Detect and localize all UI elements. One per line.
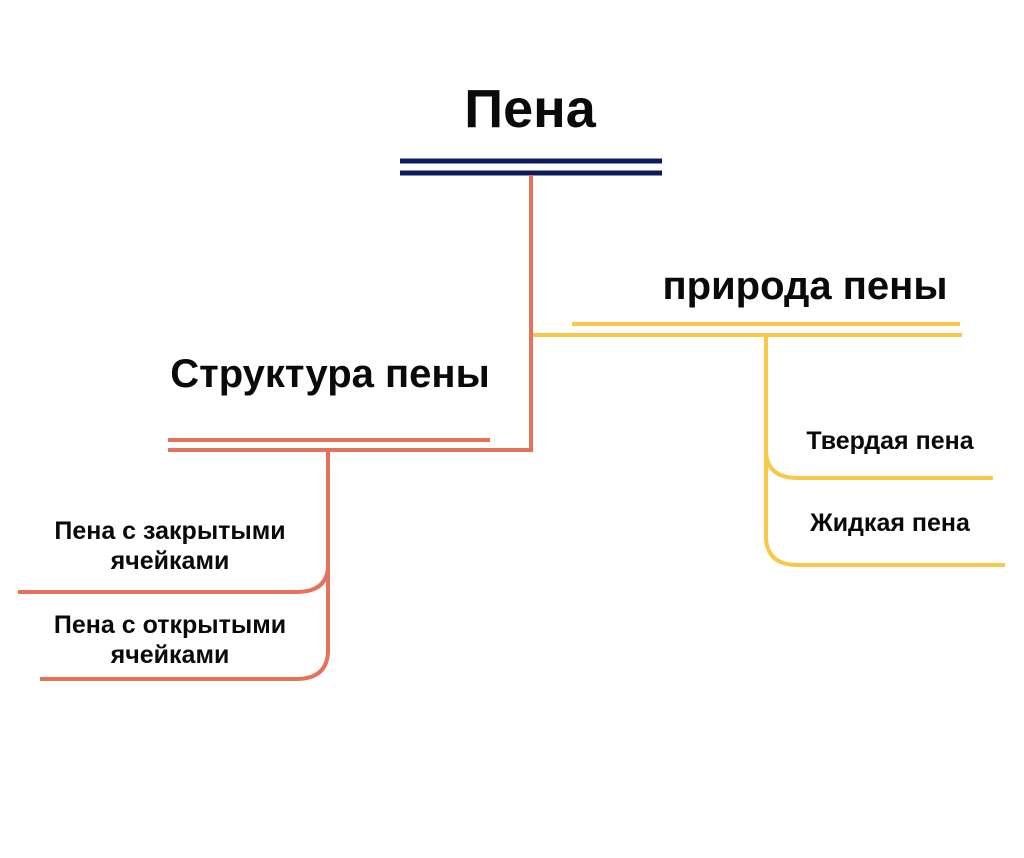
root-node-label: Пена <box>464 79 596 139</box>
leaf-closed-cell-foam: Пена с закрытыми ячейками <box>54 517 286 575</box>
branch-nature-label: природа пены <box>662 264 948 308</box>
nature-leaf-liquid-connector <box>764 535 1005 567</box>
leaf-liquid-foam: Жидкая пена <box>810 509 970 537</box>
leaf-open-cell-foam: Пена с открытыми ячейками <box>53 611 287 669</box>
structure-leaf-open-connector <box>40 649 330 681</box>
structure-trunk <box>168 175 533 452</box>
leaf-solid-foam: Твердая пена <box>806 427 974 455</box>
nature-leaf-solid-connector <box>764 449 993 480</box>
structure-leaf-closed-connector <box>18 564 330 594</box>
branch-structure-label: Структура пены <box>170 352 490 396</box>
